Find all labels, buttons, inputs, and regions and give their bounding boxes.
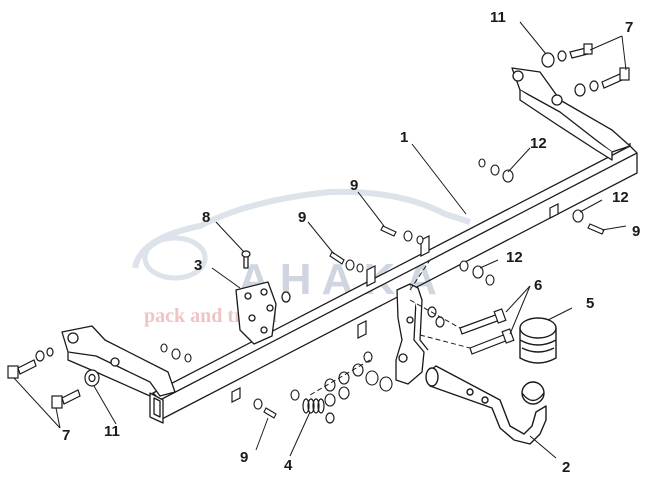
bolt-axis-dashes xyxy=(309,259,471,396)
callout-5: 5 xyxy=(586,295,594,312)
callout-12-top: 12 xyxy=(530,135,547,152)
callout-labels: 1 2 3 4 5 6 7 7 8 9 9 9 9 11 11 12 12 12 xyxy=(62,9,640,476)
watermark-wheel-icon xyxy=(142,235,208,281)
spring-washer-stack xyxy=(302,398,335,424)
callout-11-bottom: 11 xyxy=(104,423,120,440)
callout-2: 2 xyxy=(562,459,570,476)
leader-lines xyxy=(13,21,627,459)
tow-ball-neck xyxy=(425,365,547,445)
main-beam xyxy=(149,143,638,424)
callout-6: 6 xyxy=(534,277,542,294)
callout-4: 4 xyxy=(284,457,293,474)
callout-8: 8 xyxy=(202,209,210,226)
callout-12-right: 12 xyxy=(612,189,629,206)
left-arm-fasteners xyxy=(7,347,100,409)
ball-mount-bracket xyxy=(395,283,429,385)
callout-7-bottom: 7 xyxy=(62,427,70,444)
callout-3: 3 xyxy=(194,257,202,274)
bracket-bolts xyxy=(427,306,515,355)
right-mounting-arm xyxy=(511,67,631,161)
center-nut-cluster xyxy=(290,351,393,407)
callout-1: 1 xyxy=(400,129,408,146)
callout-7-top: 7 xyxy=(625,19,633,36)
ball-cap xyxy=(519,317,557,364)
callout-9-bottom: 9 xyxy=(240,449,248,466)
left-mounting-arm xyxy=(61,325,176,397)
callout-9-mid: 9 xyxy=(298,209,306,226)
callout-12-mid: 12 xyxy=(506,249,523,266)
right-arm-fasteners xyxy=(541,43,630,97)
callout-9-top: 9 xyxy=(350,177,358,194)
callout-11-top: 11 xyxy=(490,9,506,26)
bracket-plate xyxy=(235,250,291,345)
beam-fasteners xyxy=(160,158,605,419)
callout-9-right: 9 xyxy=(632,223,640,240)
